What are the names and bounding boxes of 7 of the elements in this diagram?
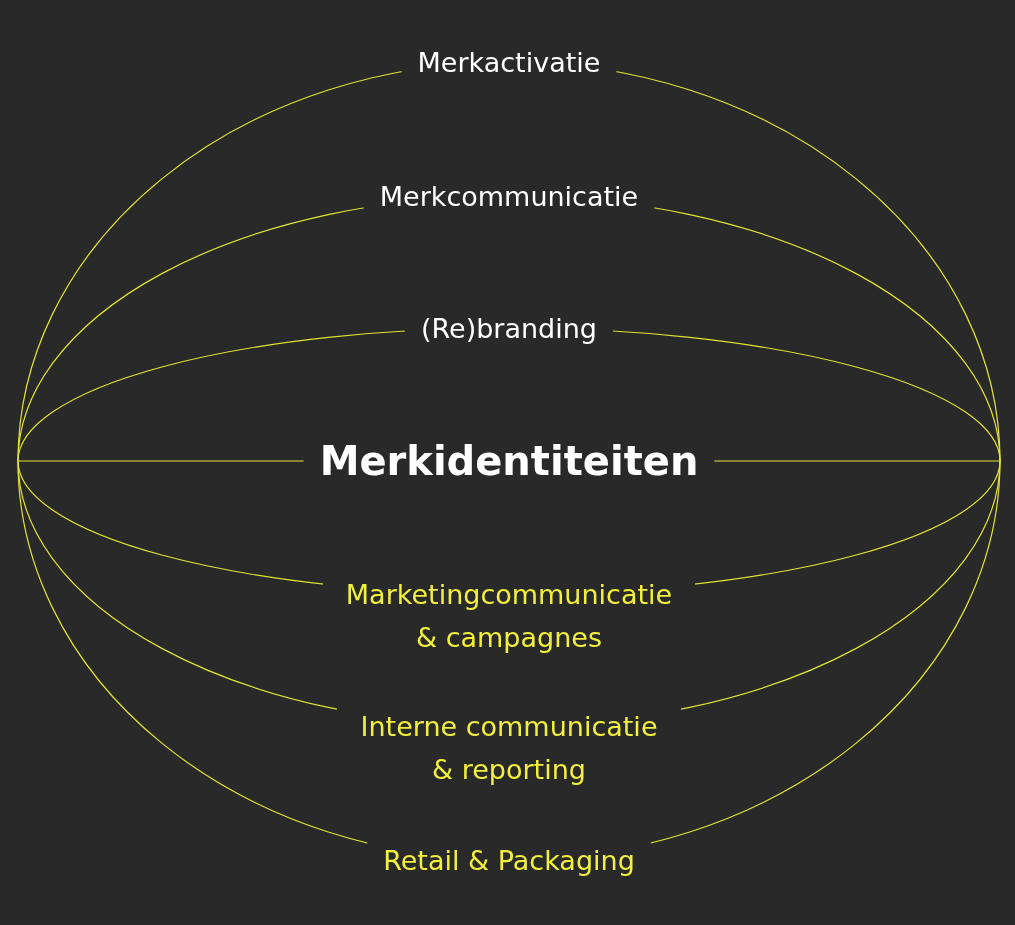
- arc-label: Marketingcommunicatie & campagnes: [344, 577, 674, 655]
- arc-label: Merkactivatie: [417, 45, 601, 80]
- arc-label: Merkcommunicatie: [379, 179, 639, 214]
- arc-label: Retail & Packaging: [383, 843, 635, 878]
- arc-label: (Re)branding: [421, 311, 597, 346]
- arc-label: Interne communicatie & reporting: [359, 709, 659, 787]
- center-label: Merkidentiteiten: [319, 437, 699, 486]
